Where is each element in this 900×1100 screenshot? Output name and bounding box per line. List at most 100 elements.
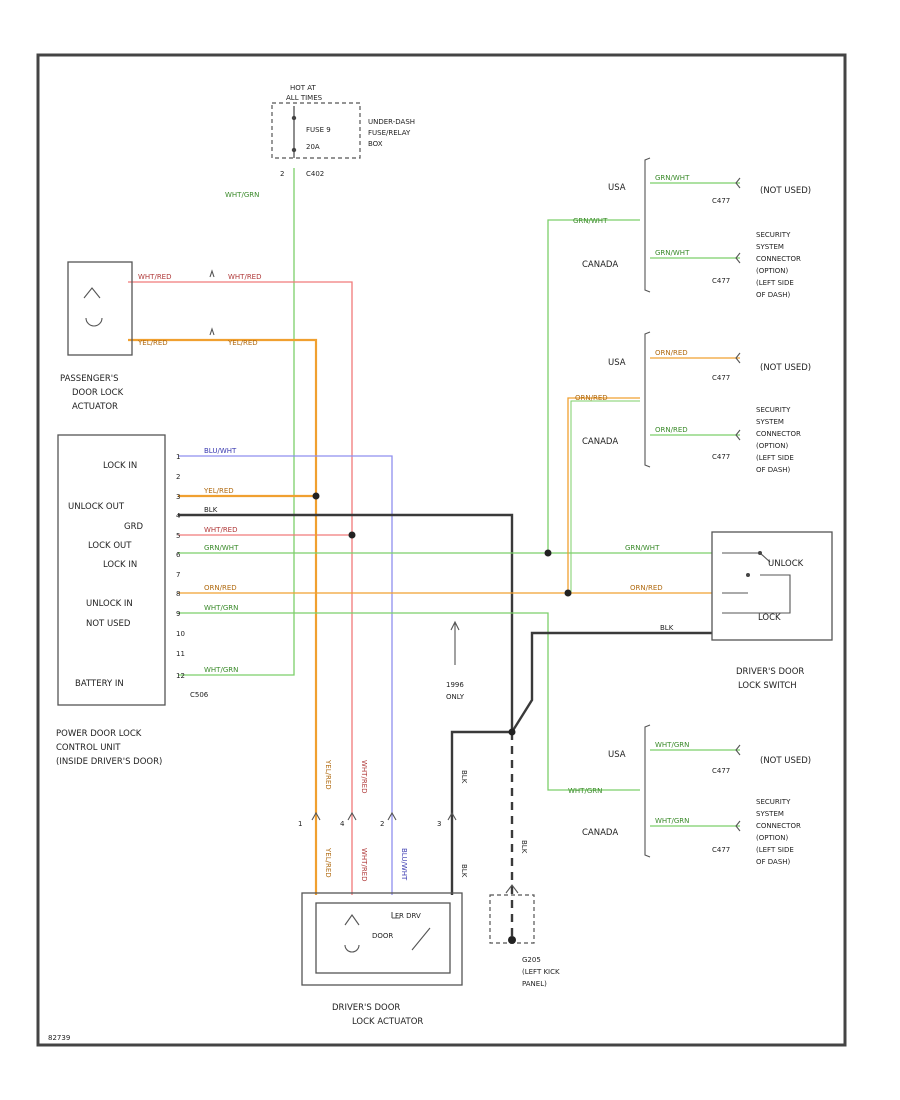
actuator-connector bbox=[347, 811, 357, 821]
pass-wire-label: WHT/RED bbox=[138, 273, 172, 281]
passenger-actuator-label: PASSENGER'S bbox=[60, 374, 119, 384]
actuator-wire-vertical: WHT/RED bbox=[360, 848, 368, 882]
pass-wire-label: YEL/RED bbox=[137, 339, 168, 347]
actuator-switch-text: DOOR bbox=[372, 932, 393, 940]
svg-text:USA: USA bbox=[608, 183, 626, 193]
actuator-motor-icon bbox=[344, 914, 360, 926]
svg-text:5: 5 bbox=[176, 532, 180, 540]
note-arrow-icon bbox=[450, 620, 460, 665]
security-group-3: WHT/GRN USA WHT/GRN C477 (NOT USED) CANA… bbox=[568, 724, 811, 866]
fuse-location: FUSE/RELAY bbox=[368, 129, 411, 137]
svg-text:OF DASH): OF DASH) bbox=[756, 466, 791, 474]
control-unit-label: (INSIDE DRIVER'S DOOR) bbox=[56, 757, 162, 767]
wire-wht-red-passenger bbox=[128, 281, 353, 895]
ground-label: (LEFT KICK bbox=[522, 968, 560, 976]
cu-terminal: UNLOCK IN bbox=[86, 599, 133, 609]
svg-text:ORN/RED: ORN/RED bbox=[655, 349, 688, 357]
switch-unlock: UNLOCK bbox=[768, 559, 804, 569]
wire-orn-red-security bbox=[567, 397, 640, 593]
svg-text:CANADA: CANADA bbox=[582, 260, 618, 270]
actuator-connector bbox=[311, 811, 321, 821]
cu-terminal: NOT USED bbox=[86, 619, 131, 629]
actuator-wire-vertical: YEL/RED bbox=[324, 759, 332, 790]
svg-text:3: 3 bbox=[176, 493, 180, 501]
actuator-connector bbox=[387, 811, 397, 821]
cu-wire: WHT/GRN bbox=[204, 666, 238, 674]
fuse-hot-at: HOT AT bbox=[290, 84, 317, 92]
switch-terminal bbox=[758, 551, 762, 555]
svg-text:SECURITY: SECURITY bbox=[756, 798, 791, 806]
ground-wire-vertical: BLK bbox=[520, 840, 528, 854]
cu-terminal: LOCK OUT bbox=[88, 541, 132, 551]
svg-text:(OPTION): (OPTION) bbox=[756, 442, 789, 450]
svg-text:(NOT USED): (NOT USED) bbox=[760, 363, 811, 373]
control-unit-box bbox=[57, 434, 166, 706]
svg-text:OF DASH): OF DASH) bbox=[756, 858, 791, 866]
svg-text:(OPTION): (OPTION) bbox=[756, 834, 789, 842]
svg-text:C477: C477 bbox=[712, 374, 730, 382]
svg-text:ORN/RED: ORN/RED bbox=[655, 426, 688, 434]
ground-point bbox=[508, 936, 516, 944]
svg-text:C477: C477 bbox=[712, 846, 730, 854]
splice bbox=[508, 728, 516, 736]
actuator-switch-text: FR DRV bbox=[395, 912, 421, 920]
wire-blu-wht bbox=[178, 455, 393, 895]
svg-text:11: 11 bbox=[176, 650, 185, 658]
cu-wire: WHT/GRN bbox=[204, 604, 238, 612]
note-1996: 1996 bbox=[446, 681, 464, 689]
cu-terminal: GRD bbox=[124, 522, 143, 532]
wire-wht-grn-battery bbox=[178, 168, 295, 676]
driver-actuator-inner bbox=[315, 902, 451, 974]
actuator-wire-vertical: WHT/RED bbox=[360, 760, 368, 794]
fuse-pin: 2 bbox=[280, 170, 284, 178]
fuse-location: UNDER-DASH bbox=[368, 118, 415, 126]
driver-actuator-outer bbox=[301, 892, 463, 986]
switch-wire: BLK bbox=[660, 624, 674, 632]
svg-text:9: 9 bbox=[176, 610, 180, 618]
wire-blk-actuator bbox=[450, 730, 512, 895]
ground-label: G205 bbox=[522, 956, 541, 964]
fuse-amps: 20A bbox=[306, 143, 320, 151]
svg-text:CANADA: CANADA bbox=[582, 437, 618, 447]
svg-text:(LEFT SIDE: (LEFT SIDE bbox=[756, 454, 794, 462]
control-unit-label: POWER DOOR LOCK bbox=[56, 729, 142, 739]
svg-text:CANADA: CANADA bbox=[582, 828, 618, 838]
svg-text:(NOT USED): (NOT USED) bbox=[760, 756, 811, 766]
cu-wire: YEL/RED bbox=[203, 487, 234, 495]
actuator-pin: 3 bbox=[437, 820, 441, 828]
splice bbox=[312, 492, 320, 500]
svg-text:WHT/GRN: WHT/GRN bbox=[568, 787, 602, 795]
door-switch-icon bbox=[391, 912, 431, 951]
svg-text:SECURITY: SECURITY bbox=[756, 231, 791, 239]
cu-pin-numbers: 1 2 3 4 5 6 7 8 9 10 11 12 bbox=[176, 453, 185, 680]
cu-terminal: UNLOCK OUT bbox=[68, 502, 125, 512]
svg-text:C477: C477 bbox=[712, 197, 730, 205]
cu-wire: GRN/WHT bbox=[204, 544, 239, 552]
driver-switch-label: LOCK SWITCH bbox=[738, 681, 797, 691]
svg-text:SYSTEM: SYSTEM bbox=[756, 243, 784, 251]
svg-text:WHT/GRN: WHT/GRN bbox=[655, 741, 689, 749]
cu-connector: C506 bbox=[190, 691, 209, 699]
actuator-connector bbox=[447, 811, 457, 821]
actuator-wire-vertical: YEL/RED bbox=[324, 847, 332, 878]
svg-text:7: 7 bbox=[176, 571, 180, 579]
splice bbox=[544, 549, 552, 557]
svg-text:C477: C477 bbox=[712, 767, 730, 775]
splice bbox=[348, 531, 356, 539]
actuator-pin: 1 bbox=[298, 820, 302, 828]
svg-text:CONNECTOR: CONNECTOR bbox=[756, 255, 801, 263]
fuse-terminal bbox=[291, 115, 297, 121]
splice bbox=[564, 589, 572, 597]
switch-wire: ORN/RED bbox=[630, 584, 663, 592]
wire-yel-red-passenger bbox=[128, 338, 318, 895]
fuse-connector: C402 bbox=[306, 170, 324, 178]
svg-text:8: 8 bbox=[176, 590, 180, 598]
wire-orn-red-security-g bbox=[570, 400, 640, 593]
svg-text:2: 2 bbox=[176, 473, 180, 481]
passenger-actuator-box bbox=[67, 261, 133, 356]
driver-actuator-label: DRIVER'S DOOR bbox=[332, 1003, 400, 1013]
control-unit-label: CONTROL UNIT bbox=[56, 743, 121, 753]
fuse-times: ALL TIMES bbox=[286, 94, 323, 102]
passenger-actuator-label: ACTUATOR bbox=[72, 402, 118, 412]
